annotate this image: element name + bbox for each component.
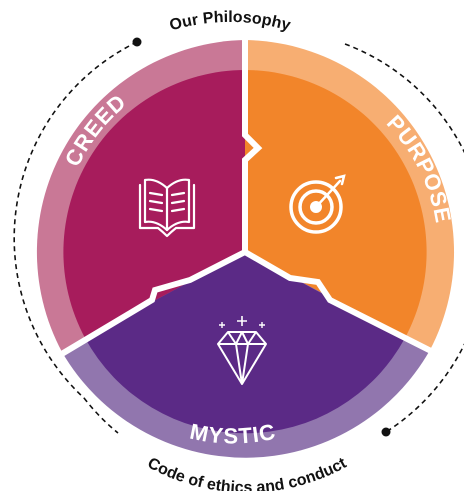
- outer-dashed-ring: [13, 37, 464, 437]
- diamond-icon: [217, 316, 267, 385]
- book-icon: [138, 178, 196, 238]
- dot-top-left: [132, 37, 142, 47]
- segment-dividers: [58, 38, 435, 358]
- mystic-label: MYSTIC: [188, 419, 278, 449]
- dot-bottom-right: [381, 427, 391, 437]
- target-icon: [289, 174, 346, 234]
- bottom-caption: Code of ethics and conduct: [145, 454, 350, 491]
- top-caption: Our Philosophy: [168, 9, 293, 34]
- segment-purpose: [245, 40, 455, 350]
